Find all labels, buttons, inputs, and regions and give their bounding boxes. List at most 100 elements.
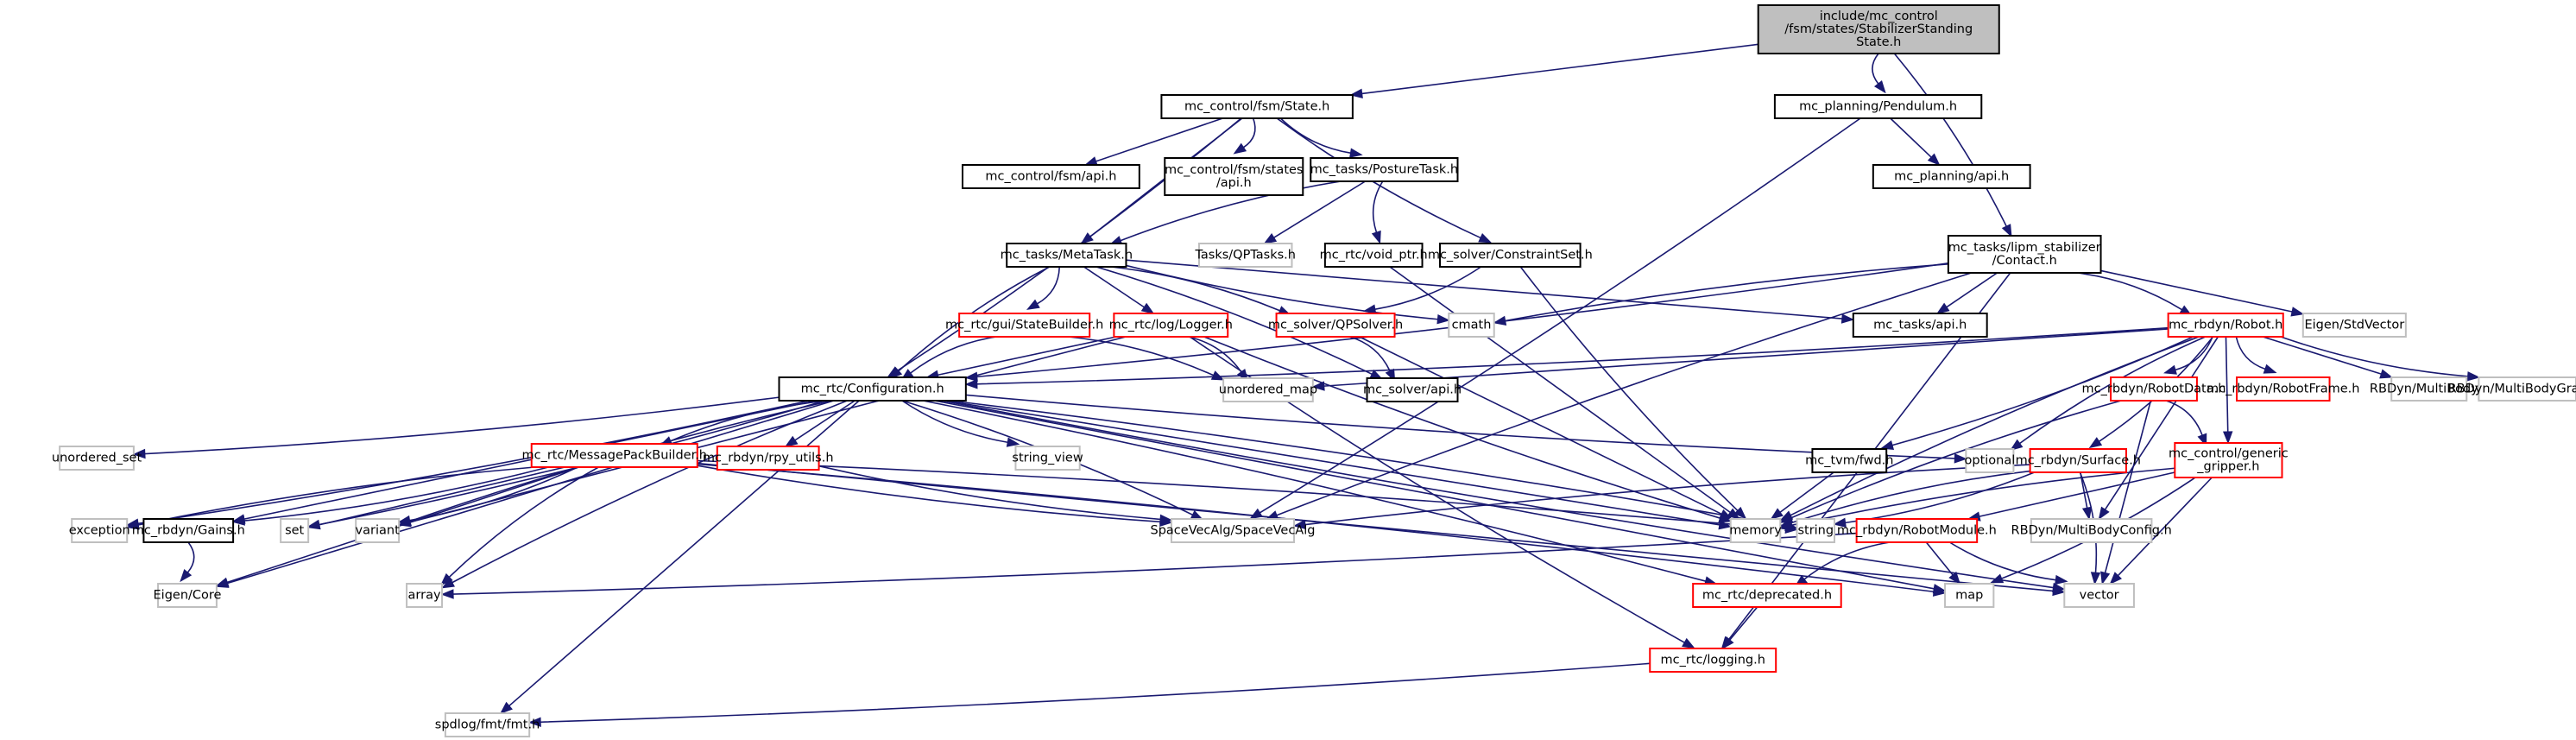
edge-line bbox=[451, 400, 848, 584]
edge-line bbox=[697, 459, 1786, 530]
node-robotmodule[interactable]: mc_rbdyn/RobotModule.h bbox=[1837, 518, 1997, 543]
node-posture[interactable]: mc_tasks/PostureTask.h bbox=[1310, 157, 1459, 182]
edge-line bbox=[938, 336, 1117, 376]
edge-line bbox=[1519, 266, 1739, 511]
node-configuration[interactable]: mc_rtc/Configuration.h bbox=[778, 376, 967, 402]
node-robot[interactable]: mc_rbdyn/Robot.h bbox=[2167, 313, 2284, 338]
node-multibodygraph: RBDyn/MultiBodyGraph.h bbox=[2448, 376, 2576, 402]
arrowhead-icon bbox=[889, 367, 903, 380]
node-box bbox=[1757, 4, 2000, 54]
node-box bbox=[958, 313, 1091, 338]
node-label: optional bbox=[1965, 454, 2016, 468]
node-pendulum[interactable]: mc_planning/Pendulum.h bbox=[1773, 94, 1983, 119]
edge-configuration-to-vector bbox=[941, 400, 2066, 593]
edge-line bbox=[448, 466, 599, 578]
node-gains[interactable]: mc_rbdyn/Gains.h bbox=[132, 518, 245, 543]
node-msgpack[interactable]: mc_rtc/MessagePackBuilder.h bbox=[522, 443, 708, 468]
arrowhead-icon bbox=[2081, 506, 2093, 521]
node-metatask[interactable]: mc_tasks/MetaTask.h bbox=[1001, 243, 1133, 268]
node-statebuilder[interactable]: mc_rtc/gui/StateBuilder.h bbox=[945, 313, 1103, 338]
arrowhead-icon bbox=[2466, 371, 2480, 382]
node-solver_api[interactable]: mc_solver/api.h bbox=[1363, 377, 1462, 402]
edge-msgpack-to-vector bbox=[697, 462, 2066, 597]
node-label: mc_rtc/Configuration.h bbox=[801, 383, 944, 396]
node-rpy[interactable]: mc_rbdyn/rpy_utils.h bbox=[703, 446, 834, 471]
node-logging[interactable]: mc_rtc/logging.h bbox=[1649, 648, 1777, 673]
edge-line bbox=[2104, 336, 2219, 510]
arrowhead-icon bbox=[132, 448, 146, 459]
arrowhead-icon bbox=[1833, 517, 1847, 528]
node-exception: exception bbox=[69, 518, 130, 543]
node-box bbox=[1113, 313, 1229, 338]
node-constraintset[interactable]: mc_solver/ConstraintSet.h bbox=[1428, 243, 1593, 268]
node-memory: memory bbox=[1729, 518, 1782, 543]
edge-state-to-fsm_api bbox=[1083, 117, 1223, 167]
arrowhead-icon bbox=[1990, 573, 2005, 584]
arrowhead-icon bbox=[1436, 314, 1450, 325]
edge-line bbox=[944, 400, 1720, 526]
node-cmath: cmath bbox=[1448, 313, 1495, 338]
node-label: mc_tasks/lipm_stabilizer bbox=[1948, 241, 2101, 255]
arrowhead-icon bbox=[784, 435, 799, 447]
edge-line bbox=[1890, 117, 1932, 158]
node-label: mc_planning/api.h bbox=[1894, 170, 2009, 184]
node-label: mc_control/fsm/State.h bbox=[1184, 100, 1329, 114]
edge-robotmodule-to-vector bbox=[1949, 541, 2068, 585]
edge-deprecated-to-logging bbox=[1721, 606, 1758, 650]
node-surface[interactable]: mc_rbdyn/Surface.h bbox=[2016, 448, 2141, 473]
edge-line bbox=[1188, 336, 1242, 373]
edge-metatask-to-statebuilder bbox=[1026, 266, 1061, 310]
edge-line bbox=[137, 400, 810, 525]
node-label: mc_solver/api.h bbox=[1363, 383, 1462, 397]
node-label: cmath bbox=[1452, 319, 1492, 332]
node-box bbox=[716, 446, 820, 471]
node-box bbox=[142, 518, 235, 543]
node-tasks_api[interactable]: mc_tasks/api.h bbox=[1852, 313, 1988, 338]
node-label: mc_tasks/PostureTask.h bbox=[1310, 163, 1459, 177]
node-root[interactable]: include/mc_control/fsm/states/Stabilizer… bbox=[1757, 4, 2000, 54]
edge-contact-to-stdvector bbox=[2100, 269, 2305, 317]
node-qpsolver[interactable]: mc_solver/QPSolver.h bbox=[1268, 313, 1403, 338]
node-label: mc_rbdyn/Gains.h bbox=[132, 524, 245, 538]
node-box bbox=[1439, 243, 1582, 268]
node-state[interactable]: mc_control/fsm/State.h bbox=[1160, 94, 1354, 119]
edge-msgpack-to-exception bbox=[125, 466, 535, 530]
edge-line bbox=[1083, 266, 1145, 308]
node-box bbox=[157, 583, 218, 608]
edge-line bbox=[1925, 541, 1954, 576]
node-fsm_api[interactable]: mc_control/fsm/api.h bbox=[961, 164, 1140, 189]
node-logger[interactable]: mc_rtc/log/Logger.h bbox=[1109, 313, 1233, 338]
edge-contact-to-robot bbox=[2077, 272, 2193, 317]
node-box bbox=[2167, 313, 2284, 338]
edge-line bbox=[2019, 336, 2207, 445]
arrowhead-icon bbox=[2010, 439, 2024, 452]
edge-line bbox=[934, 400, 1935, 590]
node-label: SpaceVecAlg/SpaceVecAlg bbox=[1151, 524, 1316, 538]
arrowhead-icon bbox=[306, 520, 321, 530]
node-robotdata[interactable]: mc_rbdyn/RobotData.h bbox=[2082, 376, 2226, 402]
node-gripper[interactable]: mc_control/generic_gripper.h bbox=[2169, 442, 2289, 478]
edge-line bbox=[137, 466, 535, 526]
node-box bbox=[2174, 442, 2283, 478]
node-planning_api[interactable]: mc_planning/api.h bbox=[1872, 164, 2031, 189]
edge-robotmodule-to-array bbox=[440, 532, 1857, 599]
edge-line bbox=[186, 541, 195, 573]
node-voidptr[interactable]: mc_rtc/void_ptr.h bbox=[1320, 243, 1428, 268]
arrowhead-icon bbox=[1159, 514, 1173, 525]
node-states_api[interactable]: mc_control/fsm/states/api.h bbox=[1164, 157, 1304, 196]
edge-line bbox=[319, 466, 565, 526]
node-robotframe[interactable]: mc_rbdyn/RobotFrame.h bbox=[2207, 376, 2359, 402]
arrowhead-icon bbox=[2263, 364, 2277, 374]
node-deprecated[interactable]: mc_rtc/deprecated.h bbox=[1692, 583, 1842, 608]
node-contact[interactable]: mc_tasks/lipm_stabilizer/Contact.h bbox=[1947, 235, 2102, 274]
edge-line bbox=[2262, 336, 2382, 375]
arrowhead-icon bbox=[1779, 520, 1793, 530]
edge-metatask-to-tasks_api bbox=[1126, 259, 1855, 324]
node-box bbox=[406, 583, 444, 608]
arrowhead-icon bbox=[2055, 574, 2068, 585]
edge-msgpack-to-gains bbox=[231, 466, 549, 526]
arrowhead-icon bbox=[2109, 572, 2123, 585]
node-box bbox=[1222, 377, 1314, 402]
node-tvm_fwd[interactable]: mc_tvm/fwd.h bbox=[1805, 448, 1893, 473]
edge-line bbox=[1126, 264, 1438, 320]
